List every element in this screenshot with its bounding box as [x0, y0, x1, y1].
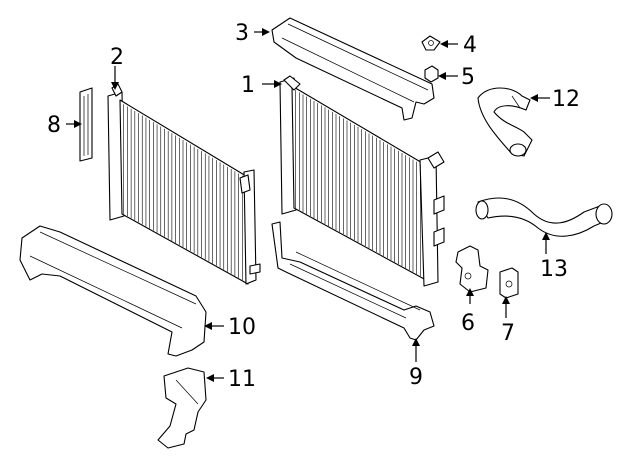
part-8-bracket — [79, 87, 93, 162]
callout-4: 4 — [463, 33, 477, 58]
part-11-air-guide — [157, 367, 207, 449]
callout-5: 5 — [461, 65, 475, 90]
callout-3: 3 — [235, 21, 249, 46]
callout-2: 2 — [110, 45, 124, 70]
callout-10: 10 — [228, 315, 256, 340]
part-2-condenser — [107, 83, 261, 285]
callout-6: 6 — [461, 311, 475, 336]
callout-leaders — [66, 28, 550, 382]
callout-8: 8 — [47, 113, 61, 138]
callout-11: 11 — [228, 367, 256, 392]
part-12-upper-hose — [477, 87, 533, 157]
callout-9: 9 — [409, 365, 423, 390]
part-1-radiator — [279, 75, 445, 287]
part-6-bracket — [455, 245, 489, 293]
part-10-air-guide — [19, 225, 207, 357]
callout-12: 12 — [552, 87, 580, 112]
callout-1: 1 — [241, 73, 255, 98]
callout-labels: 1 2 3 4 5 6 7 8 9 10 11 12 13 — [47, 21, 580, 392]
callout-13: 13 — [540, 257, 568, 282]
part-5-mount — [424, 65, 439, 83]
part-13-lower-hose — [475, 197, 613, 237]
part-9-lower-duct — [271, 221, 435, 341]
part-7-bracket — [499, 267, 519, 299]
callout-7: 7 — [501, 321, 515, 346]
part-3-air-guide — [271, 17, 435, 121]
part-4-clip — [421, 35, 441, 51]
